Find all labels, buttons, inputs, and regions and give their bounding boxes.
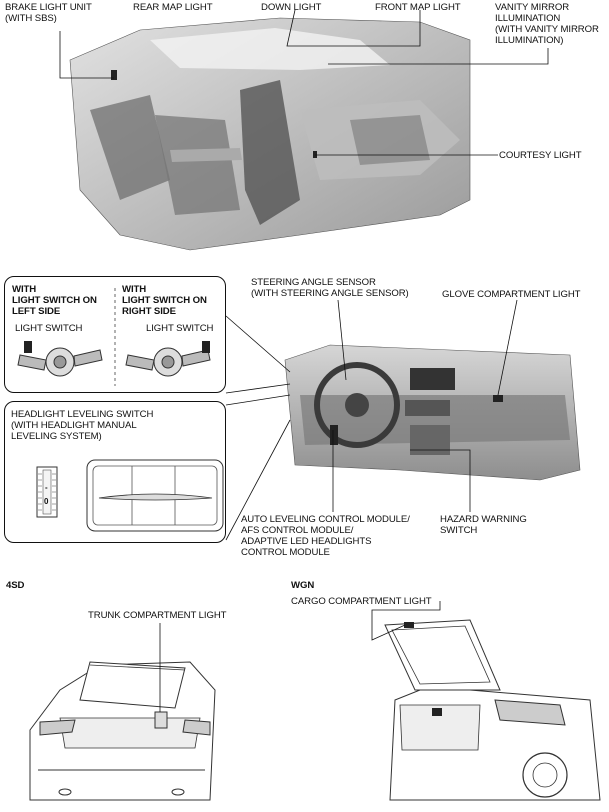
headlight-leveling-box xyxy=(4,401,226,543)
label-auto-leveling-control-module: AUTO LEVELING CONTROL MODULE/ AFS CONTRO… xyxy=(241,514,410,558)
headlight-aim-chart xyxy=(86,459,224,532)
label-courtesy-light: COURTESY LIGHT xyxy=(499,150,582,161)
label-steering-angle-sensor: STEERING ANGLE SENSOR (WITH STEERING ANG… xyxy=(251,277,409,299)
heading-wgn: WGN xyxy=(291,580,315,591)
leader-lines xyxy=(59,9,549,712)
heading-light-switch-left-side: WITH LIGHT SWITCH ON LEFT SIDE xyxy=(12,284,97,317)
light-switch-left-image xyxy=(17,341,103,377)
dashboard-image xyxy=(284,344,581,481)
label-hazard-warning-switch: HAZARD WARNING SWITCH xyxy=(440,514,527,536)
label-trunk-compartment-light: TRUNK COMPARTMENT LIGHT xyxy=(88,610,227,621)
label-front-map-light: FRONT MAP LIGHT xyxy=(375,2,461,13)
heading-headlight-leveling-switch: HEADLIGHT LEVELING SWITCH (WITH HEADLIGH… xyxy=(11,409,154,442)
light-switch-box xyxy=(4,276,226,393)
leveling-mark-minus: - xyxy=(45,483,48,492)
label-vanity-mirror-illumination: VANITY MIRROR ILLUMINATION (WITH VANITY … xyxy=(495,2,599,46)
label-cargo-compartment-light: CARGO COMPARTMENT LIGHT xyxy=(291,596,432,607)
label-light-switch-right: LIGHT SWITCH xyxy=(146,323,214,334)
heading-4sd: 4SD xyxy=(6,580,25,591)
label-light-switch-left: LIGHT SWITCH xyxy=(15,323,83,334)
wagon-rear-image xyxy=(384,619,601,801)
interior-cabin-image xyxy=(69,17,471,251)
label-down-light: DOWN LIGHT xyxy=(261,2,322,13)
leveling-mark-zero: 0 xyxy=(44,497,49,506)
label-glove-compartment-light: GLOVE COMPARTMENT LIGHT xyxy=(442,289,581,300)
sedan-rear-image xyxy=(29,661,216,801)
label-brake-light-unit: BRAKE LIGHT UNIT (WITH SBS) xyxy=(5,2,92,24)
headlight-leveling-switch-image xyxy=(36,466,58,518)
label-rear-map-light: REAR MAP LIGHT xyxy=(133,2,213,13)
heading-light-switch-right-side: WITH LIGHT SWITCH ON RIGHT SIDE xyxy=(122,284,207,317)
light-switch-right-image xyxy=(125,341,211,377)
